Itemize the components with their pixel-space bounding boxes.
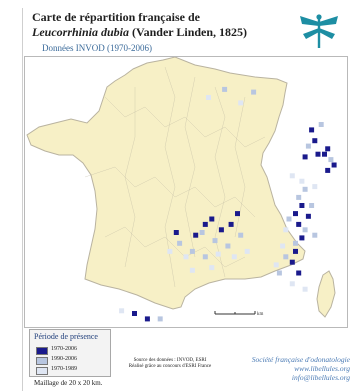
obs-cell-recent-7	[325, 167, 331, 173]
obs-cell-recent-5	[325, 146, 331, 152]
obs-cell-old-0	[289, 173, 295, 179]
obs-cell-old-6	[289, 281, 295, 287]
obs-cell-mid-4	[296, 194, 302, 200]
obs-cell-recent-1	[312, 138, 318, 144]
obs-cell-recent-20	[218, 227, 224, 233]
obs-cell-recent-9	[293, 211, 298, 217]
obs-cell-old-13	[209, 265, 215, 271]
obs-cell-recent-15	[296, 270, 302, 276]
society-website-link[interactable]: www.libellules.org	[294, 364, 350, 373]
obs-cell-mid-8	[293, 240, 298, 246]
obs-cell-mid-21	[251, 89, 257, 95]
legend-box: Période de présence 1970-2006 1990-2006 …	[29, 329, 111, 377]
obs-cell-recent-14	[289, 259, 295, 265]
obs-cell-mid-14	[199, 230, 205, 235]
obs-cell-mid-13	[189, 248, 195, 254]
obs-cell-mid-2	[328, 157, 334, 163]
obs-cell-recent-22	[235, 211, 240, 217]
species-name: Leucorrhinia dubia	[32, 25, 130, 39]
obs-cell-recent-11	[305, 213, 311, 219]
map-title-line2: Leucorrhinia dubia (Vander Linden, 1825)	[32, 25, 247, 40]
france-mainland	[26, 57, 306, 310]
obs-cell-mid-3	[302, 186, 308, 192]
obs-cell-mid-18	[202, 254, 208, 260]
obs-cell-mid-7	[302, 227, 308, 233]
obs-cell-mid-0	[318, 122, 324, 127]
obs-cell-recent-19	[209, 216, 215, 222]
obs-cell-recent-21	[228, 221, 234, 227]
scale-label: km	[257, 312, 264, 317]
species-author: (Vander Linden, 1825)	[129, 25, 248, 39]
map-frame: km	[24, 56, 348, 328]
obs-cell-old-11	[231, 254, 237, 260]
dragonfly-logo-icon	[300, 14, 338, 48]
legend-label-mid: 1990-2006	[51, 356, 77, 362]
obs-cell-recent-3	[315, 151, 321, 157]
obs-cell-old-17	[238, 100, 244, 106]
map-title-line1: Carte de répartition française de	[32, 10, 200, 24]
obs-cell-old-15	[119, 308, 125, 314]
obs-cell-old-10	[215, 251, 221, 257]
obs-cell-recent-4	[322, 151, 327, 157]
society-email-link[interactable]: info@libellules.org	[291, 373, 350, 382]
legend-swatch-old	[36, 367, 48, 375]
obs-cell-recent-23	[144, 316, 150, 322]
obs-cell-old-3	[283, 227, 289, 233]
corsica-island	[316, 270, 336, 318]
scale-bar: km	[214, 311, 264, 317]
obs-cell-old-7	[302, 286, 308, 292]
france-distribution-map: km	[26, 57, 337, 322]
obs-cell-recent-0	[309, 127, 315, 133]
source-line1: Source des données : INVOD, ESRI	[133, 358, 207, 363]
grid-resolution-note: Maillage de 20 x 20 km.	[34, 379, 103, 387]
obs-cell-old-8	[183, 254, 189, 260]
obs-cell-mid-10	[276, 270, 282, 276]
source-line2: Réalisé grâce au concours d'ESRI France	[128, 364, 212, 369]
obs-cell-mid-20	[222, 86, 228, 92]
obs-cell-recent-12	[299, 235, 305, 241]
obs-cell-recent-13	[293, 248, 298, 254]
legend-title: Période de présence	[34, 332, 98, 341]
data-source-note: Source des données : INVOD, ESRI Réalisé…	[120, 358, 220, 370]
legend-label-old: 1970-1989	[51, 366, 77, 372]
obs-cell-old-1	[299, 178, 305, 184]
legend-swatch-recent	[36, 347, 48, 355]
legend-swatch-mid	[36, 357, 48, 365]
obs-cell-mid-16	[225, 243, 231, 249]
obs-cell-old-5	[273, 262, 279, 268]
obs-cell-recent-10	[296, 221, 302, 227]
obs-cell-recent-18	[202, 221, 208, 227]
obs-cell-old-2	[312, 184, 318, 190]
society-credit: Société française d'odonatologie www.lib…	[226, 355, 350, 382]
obs-cell-mid-12	[177, 240, 183, 246]
obs-cell-old-14	[189, 267, 195, 273]
observation-squares	[119, 86, 337, 322]
obs-cell-mid-15	[212, 238, 218, 244]
obs-cell-recent-24	[132, 311, 137, 316]
obs-cell-mid-9	[283, 254, 289, 260]
obs-cell-recent-2	[302, 154, 308, 160]
obs-cell-mid-11	[312, 232, 318, 238]
legend-label-recent: 1970-2006	[51, 346, 77, 352]
obs-cell-old-9	[167, 248, 173, 254]
obs-cell-recent-16	[173, 230, 179, 235]
society-name: Société française d'odonatologie	[251, 355, 350, 364]
obs-cell-old-16	[206, 95, 211, 100]
obs-cell-old-4	[280, 243, 286, 249]
obs-cell-recent-6	[331, 162, 337, 168]
obs-cell-mid-17	[238, 232, 244, 238]
obs-cell-recent-8	[299, 203, 305, 208]
map-subtitle: Données INVOD (1970-2006)	[42, 43, 152, 53]
obs-cell-mid-19	[157, 316, 163, 322]
obs-cell-old-12	[244, 248, 250, 254]
obs-cell-mid-1	[305, 143, 311, 149]
obs-cell-recent-17	[193, 232, 199, 238]
obs-cell-mid-5	[309, 203, 315, 208]
obs-cell-mid-6	[286, 216, 292, 222]
department-borders	[84, 66, 266, 288]
